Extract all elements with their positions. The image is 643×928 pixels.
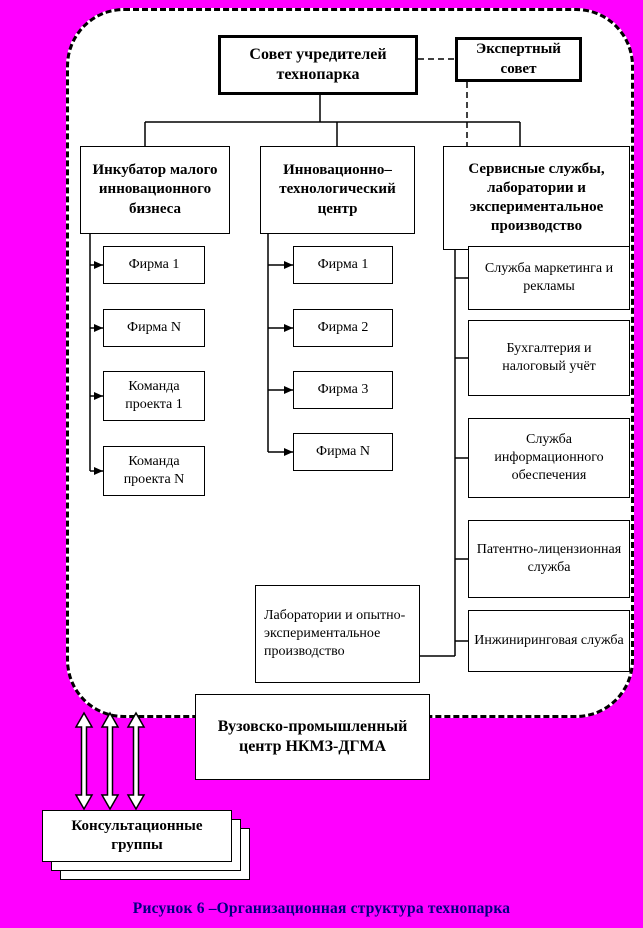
double-arrow-icon <box>126 711 146 811</box>
node-itc-child: Фирма 1 <box>293 246 393 284</box>
node-expert-council: Экспертный совет <box>455 37 582 82</box>
node-itc: Инновационно–технологический центр <box>260 146 415 234</box>
node-services-child: Бухгалтерия и налоговый учёт <box>468 320 630 396</box>
node-incubator-child: Фирма 1 <box>103 246 205 284</box>
double-arrow-icon <box>74 711 94 811</box>
node-incubator: Инкубатор малого инновационного бизнеса <box>80 146 230 234</box>
node-incubator-child: Команда проекта 1 <box>103 371 205 421</box>
node-consulting-groups: Консультационные группы <box>42 810 232 862</box>
node-services: Сервисные службы, лаборатории и эксперим… <box>443 146 630 250</box>
node-labs: Лаборатории и опытно-экспериментальное п… <box>255 585 420 683</box>
node-itc-child: Фирма 3 <box>293 371 393 409</box>
node-incubator-child: Команда проекта N <box>103 446 205 496</box>
node-itc-child: Фирма 2 <box>293 309 393 347</box>
node-services-child: Служба маркетинга и рекламы <box>468 246 630 310</box>
figure-caption: Рисунок 6 –Организационная структура тех… <box>132 900 511 917</box>
node-council: Совет учредителей технопарка <box>218 35 418 95</box>
node-services-child: Патентно-лицензионная служба <box>468 520 630 598</box>
node-services-child: Служба информационного обеспечения <box>468 418 630 498</box>
node-incubator-child: Фирма N <box>103 309 205 347</box>
node-university-center: Вузовско-промышленный центр НКМЗ-ДГМА <box>195 694 430 780</box>
node-services-child: Инжиниринговая служба <box>468 610 630 672</box>
double-arrow-icon <box>100 711 120 811</box>
node-itc-child: Фирма N <box>293 433 393 471</box>
